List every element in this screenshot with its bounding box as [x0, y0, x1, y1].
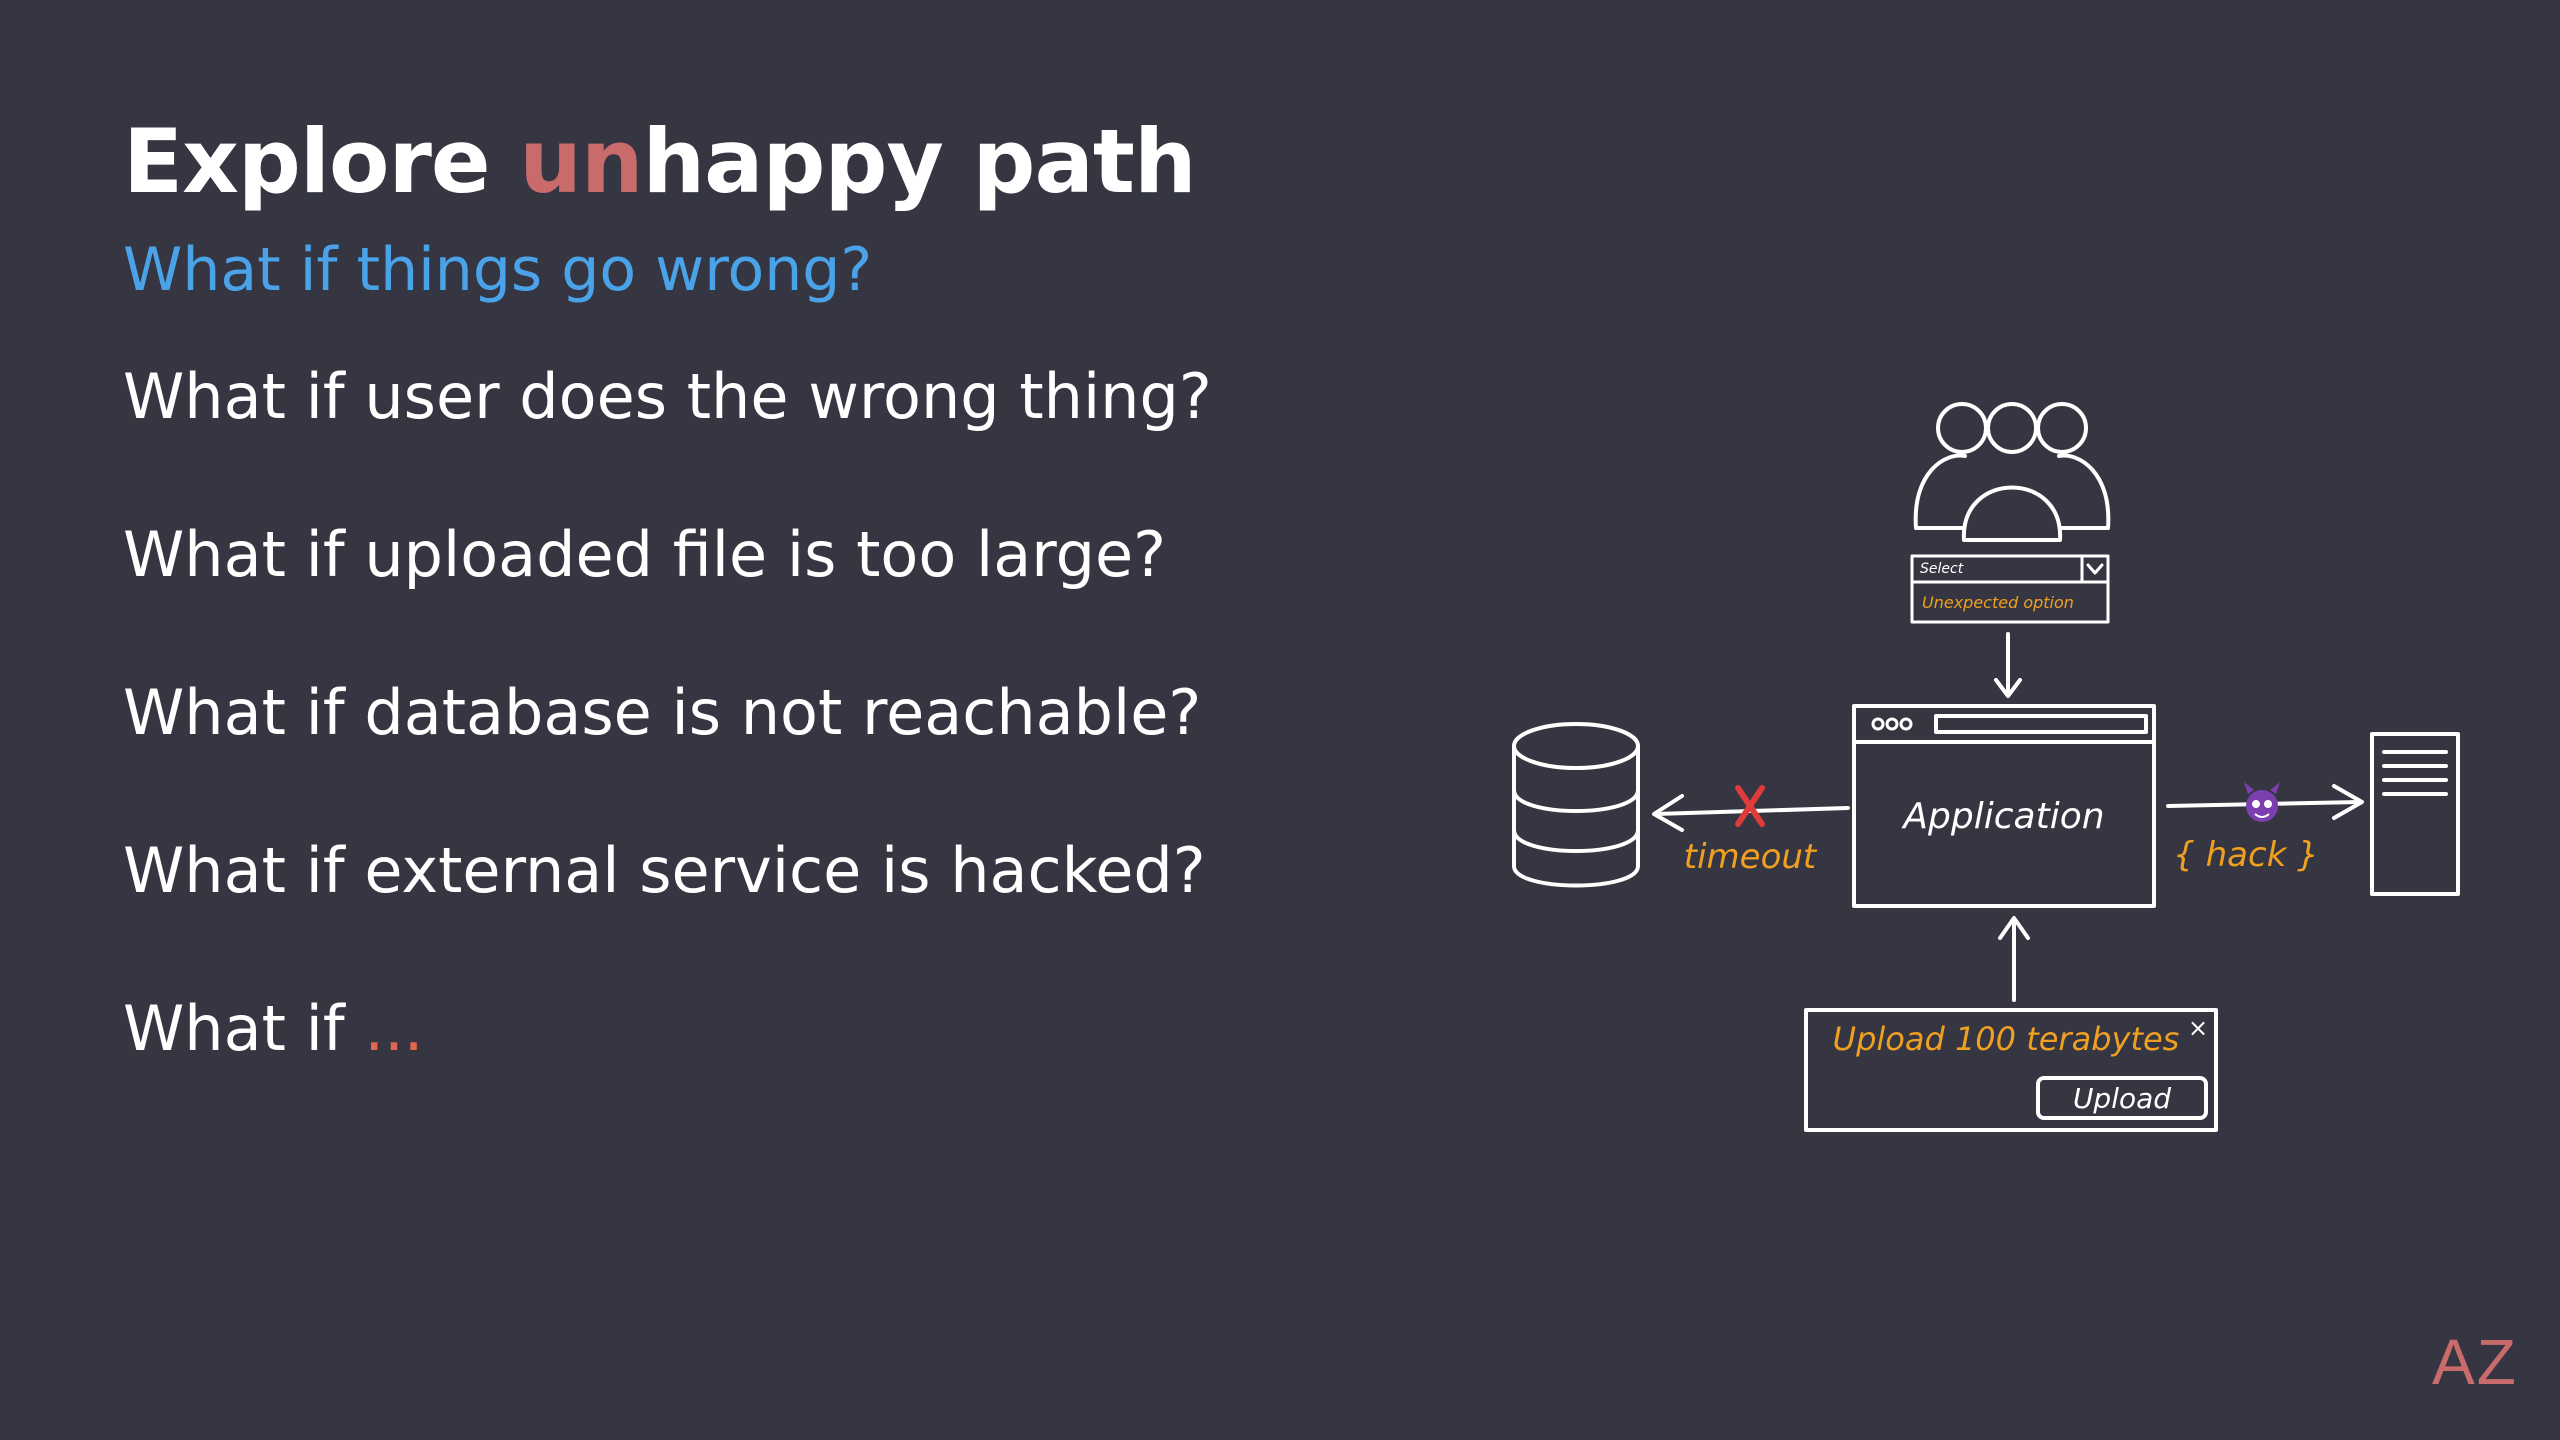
title-highlight: un: [519, 110, 643, 213]
database-icon: [1512, 722, 1640, 888]
question-database-unreachable: What if database is not reachable?: [123, 676, 1202, 749]
timeout-label: timeout: [1684, 837, 1818, 877]
ellipsis: ...: [364, 992, 424, 1065]
upload-button-label: Upload: [2073, 1082, 2171, 1115]
server-icon: [2370, 732, 2460, 896]
question-what-if-more: What if ...: [123, 998, 424, 1060]
devil-icon: [2244, 782, 2280, 822]
author-logo: AZ: [2432, 1326, 2518, 1398]
application-window: [1852, 704, 2156, 908]
question-service-hacked: What if external service is hacked?: [123, 834, 1206, 907]
select-option-label: Unexpected option: [1922, 593, 2074, 612]
question-file-too-large: What if uploaded file is too large?: [123, 518, 1167, 591]
question-prefix: What if: [123, 992, 365, 1065]
hack-label: { hack }: [2173, 835, 2319, 875]
arrow-users-to-app: [1994, 632, 2022, 698]
upload-dialog: [1804, 1008, 2218, 1132]
architecture-diagram: Select Unexpected option Application tim…: [1460, 360, 2500, 1180]
title-prefix: Explore: [123, 110, 520, 213]
arrow-upload-to-app: [1998, 916, 2030, 1002]
select-label: Select: [1920, 561, 1964, 577]
title-suffix: happy path: [642, 110, 1197, 213]
close-icon: ×: [2188, 1014, 2208, 1042]
upload-title-label: Upload 100 terabytes: [1833, 1020, 2180, 1058]
users-icon: [1913, 402, 2111, 542]
application-label: Application: [1901, 796, 2104, 837]
failure-x-icon: [1735, 785, 1765, 827]
slide-subtitle: What if things go wrong?: [123, 235, 873, 305]
select-dropdown-icon: [1910, 554, 2110, 624]
question-user-wrong-thing: What if user does the wrong thing?: [123, 360, 1212, 433]
slide-title: Explore unhappy path: [123, 118, 1197, 206]
